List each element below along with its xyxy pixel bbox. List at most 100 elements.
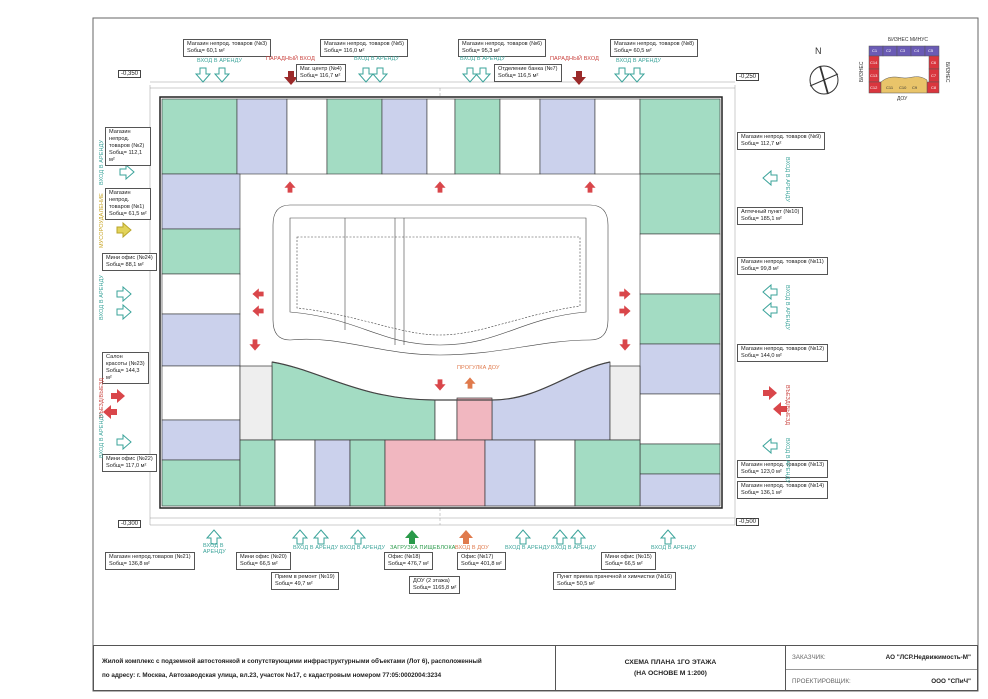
key-cell: C5 — [928, 48, 934, 53]
rent-entrance-text: ВХОД В АРЕНДУ — [616, 58, 662, 64]
entrance-arrow-icon — [116, 304, 132, 320]
unit-label-8: Магазин непрод. товаров (№8)Sобщ= 60,5 м… — [610, 39, 699, 57]
entrance-arrow-icon — [570, 529, 586, 545]
rent-entrance-text: ВХОД В АРЕНДУ — [354, 56, 400, 62]
key-cell: C8 — [931, 85, 937, 90]
key-cell: C4 — [914, 48, 920, 53]
entrance-arrow-icon — [515, 529, 531, 545]
rent-entrance-text: ВХОД В АРЕНДУ — [99, 139, 105, 185]
rent-entrance-text: ВХОД В АРЕНДУ — [651, 545, 697, 551]
courtyard-field — [271, 204, 611, 401]
unit-label-3: Магазин непрод. товаров (№3)Sобщ= 60,1 м… — [183, 39, 272, 57]
entrance-arrow-icon — [195, 67, 211, 83]
main-entrance-arrow-icon — [572, 71, 586, 85]
unit-label-10: Аптечный пункт (№10)Sобщ= 185,1 м² — [737, 207, 804, 225]
key-plan — [868, 45, 940, 94]
key-cell: C3 — [900, 48, 906, 53]
key-cell: C12 — [870, 85, 878, 90]
unit-label-20: Мини офис (№20)Sобщ= 66,5 м² — [236, 552, 291, 570]
drive-arrow-icon — [763, 386, 777, 400]
unit-label-19: Прием в ремонт (№19)Sобщ= 49,7 м² — [271, 572, 339, 590]
loading-arrow-icon — [405, 530, 419, 544]
entrance-arrow-icon — [119, 164, 135, 180]
rent-entrance-text: ВХОД В АРЕНДУ — [99, 412, 105, 458]
key-cell: C11 — [886, 85, 894, 90]
client-value: АО "ЛСР.Недвижимость-М" — [885, 654, 971, 661]
unit-label-2: Магазин непрод. товаров (№2)Sобщ= 112,1 … — [105, 127, 151, 166]
unit-label-4: Маг. центр (№4)Sобщ= 116,7 м² — [296, 64, 346, 82]
key-cell: C9 — [912, 85, 918, 90]
description-line: Жилой комплекс с подземной автостоянкой … — [102, 658, 482, 665]
unit-label-9: Магазин непрод. товаров (№9)Sобщ= 112,7 … — [737, 132, 826, 150]
unit-label-17: Офис (№17)Sобщ= 401,8 м² — [457, 552, 506, 570]
unit-label-13: Магазин непрод. товаров (№13)Sобщ= 123,0… — [737, 460, 829, 478]
kindergarten-walk-text: ПРОГУЛКА ДОУ — [457, 365, 500, 371]
key-cell: C14 — [870, 60, 878, 65]
loading-text: ЗАГРУЗКА ПИЩЕБЛОКА — [390, 545, 456, 551]
key-plan-right-label: БИЗНЕС — [944, 62, 950, 83]
designer-label: ПРОЕКТИРОВЩИК: — [792, 677, 851, 685]
rent-entrance-text: ВХОД В АРЕНДУ — [784, 157, 790, 203]
rent-entrance-text: ВХОД В АРЕНДУ — [784, 285, 790, 331]
key-cell: C6 — [931, 60, 937, 65]
unit-label-24: Мини офис (№24)Sобщ= 88,1 м² — [102, 253, 157, 271]
description-line: по адресу: г. Москва, Автозаводская улиц… — [102, 672, 442, 679]
designer-row: ПРОЕКТИРОВЩИК: ООО "СПиЧ" — [786, 669, 977, 692]
elevation-mark: -0,300 — [118, 520, 142, 528]
unit-label-1: Магазин непрод. товаров (№1)Sобщ= 61,5 м… — [105, 188, 151, 220]
entrance-arrow-icon — [372, 67, 388, 83]
unit-label-15: Мини офис (№15)Sобщ= 66,5 м² — [601, 552, 656, 570]
rent-entrance-text: ВХОД В АРЕНДУ — [293, 545, 339, 551]
entrance-arrow-icon — [614, 67, 630, 83]
sheet-title: СХЕМА ПЛАНА 1ГО ЭТАЖА (НА ОСНОВЕ М 1:200… — [556, 646, 786, 690]
north-compass-icon — [809, 65, 839, 95]
client-row: ЗАКАЗЧИК:АО "ЛСР.Недвижимость-М" — [786, 646, 977, 669]
entrance-arrow-icon — [762, 284, 778, 300]
entrance-arrow-icon — [762, 438, 778, 454]
designer-value: ООО "СПиЧ" — [931, 677, 971, 685]
sheet-subtitle-text: (НА ОСНОВЕ М 1:200) — [634, 670, 707, 677]
bottom-wing — [239, 361, 641, 507]
unit-label-14: Магазин непрод. товаров (№14)Sобщ= 136,1… — [737, 481, 829, 499]
rent-entrance-text: ВХОД В АРЕНДУ — [784, 438, 790, 484]
unit-label-16: Пункт приема прачечной и химчистки (№16)… — [553, 572, 677, 590]
drive-text: ВЪЕЗД/ВЫЕЗД — [784, 385, 790, 426]
entrance-arrow-icon — [350, 529, 366, 545]
unit-label-kindergarten: ДОУ (2 этажа)Sобщ= 1165,8 м² — [409, 576, 461, 594]
key-plan-left-label: БИЗНЕС — [859, 61, 865, 82]
entrance-arrow-icon — [552, 529, 568, 545]
top-units — [161, 98, 721, 175]
sheet-frame — [92, 17, 979, 692]
unit-label-7: Отделение банка (№7)Sобщ= 116,5 м² — [494, 64, 562, 82]
elevation-mark: -0,250 — [736, 73, 760, 81]
entrance-arrow-icon — [629, 67, 645, 83]
unit-label-22: Мини офис (№22)Sобщ= 117,0 м² — [102, 454, 157, 472]
rent-entrance-text: ВХОД В АРЕНДУ — [99, 274, 105, 320]
left-units — [161, 173, 241, 507]
project-description: Жилой комплекс с подземной автостоянкой … — [94, 646, 556, 690]
main-entrance-text: ПАРАДНЫЙ ВХОД — [266, 56, 315, 62]
key-cell: C10 — [899, 85, 907, 90]
key-cell: C7 — [931, 73, 937, 78]
rent-entrance-text: ВХОД В АРЕНДУ — [505, 545, 551, 551]
unit-label-21: Магазин непрод.товаров (№21)Sобщ= 136,8 … — [105, 552, 195, 570]
drive-arrow-icon — [103, 405, 117, 419]
entrance-arrow-icon — [762, 170, 778, 186]
entrance-arrow-icon — [116, 286, 132, 302]
key-plan-top-label: БИЗНЕС МИНУС — [888, 37, 928, 43]
unit-label-18: Офис (№18)Sобщ= 476,7 м² — [384, 552, 433, 570]
unit-label-5: Магазин непрод. товаров (№5)Sобщ= 116,0 … — [320, 39, 409, 57]
drive-arrow-icon — [111, 389, 125, 403]
entrance-arrow-icon — [358, 67, 374, 83]
rent-entrance-text: ВХОД В АРЕНДУ — [203, 543, 226, 555]
sheet-title-text: СХЕМА ПЛАНА 1ГО ЭТАЖА — [624, 659, 717, 666]
entrance-arrow-icon — [660, 529, 676, 545]
entrance-arrow-icon — [762, 302, 778, 318]
entrance-arrow-icon — [475, 67, 491, 83]
entrance-arrow-icon — [206, 529, 222, 545]
rent-entrance-text: ВХОД В АРЕНДУ — [197, 58, 243, 64]
entrance-arrow-icon — [116, 434, 132, 450]
unit-label-6: Магазин непрод. товаров (№6)Sобщ= 95,3 м… — [458, 39, 547, 57]
entrance-arrow-icon — [462, 67, 478, 83]
